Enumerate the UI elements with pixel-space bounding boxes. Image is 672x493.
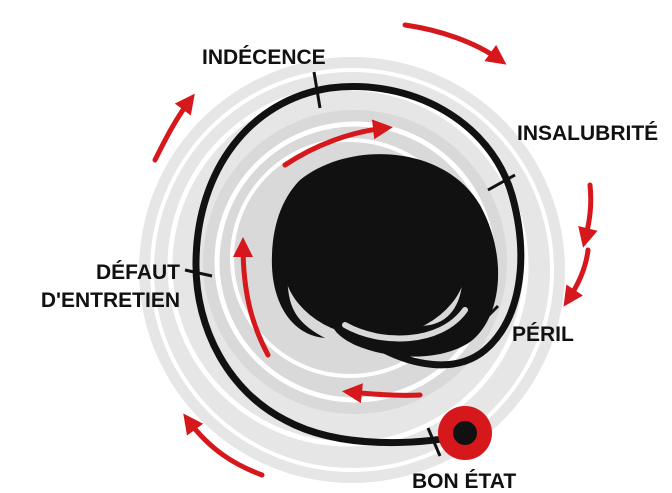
arrow-right-lower — [563, 247, 591, 307]
circulation-arrows — [152, 22, 598, 478]
tick-peril — [476, 304, 500, 328]
central-black-core — [271, 154, 499, 357]
tick-insalubrite — [487, 173, 516, 192]
tick-defaut — [184, 268, 213, 278]
label-defaut-line2: D'ENTRETIEN — [41, 289, 180, 312]
label-bon-etat: BON ÉTAT — [412, 470, 516, 493]
arrow-top-left-outer — [152, 93, 195, 163]
arrow-right-upper — [578, 182, 598, 248]
tick-bon-etat — [426, 427, 442, 457]
label-insalubrite: INSALUBRITÉ — [517, 122, 658, 145]
stage-ticks — [184, 71, 516, 457]
arrow-bottom-left — [183, 413, 265, 478]
bon-etat-marker — [438, 406, 492, 460]
arrow-inner-left — [233, 237, 271, 358]
arrow-inner-top — [282, 119, 393, 168]
central-black-mass — [283, 187, 467, 337]
label-peril: PÉRIL — [512, 323, 574, 346]
label-indecence: INDÉCENCE — [202, 46, 326, 69]
arrow-inner-bottom — [342, 383, 423, 404]
inner-spiral-swirl — [342, 307, 468, 342]
arrow-top-right-outer — [402, 22, 507, 65]
label-defaut-line1: DÉFAUT — [96, 261, 180, 284]
tick-indecence — [312, 71, 322, 109]
